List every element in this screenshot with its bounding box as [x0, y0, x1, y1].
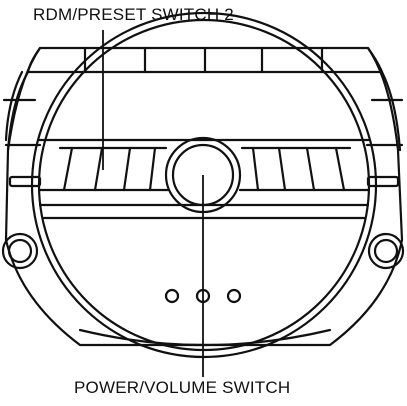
callout-rdm-preset-switch-2: RDM/PRESET SWITCH 2 [33, 5, 234, 24]
outer-bezel [4, 46, 404, 347]
left-vent [8, 175, 42, 188]
indicator-dot-1 [164, 288, 180, 304]
bottom-edge [78, 328, 332, 347]
right-side-segments [365, 70, 404, 152]
right-round-button [367, 232, 405, 270]
left-round-button-inner [7, 238, 33, 264]
faceplate-inner-ring [37, 18, 371, 352]
left-round-button [1, 232, 39, 270]
left-side-segments [2, 70, 42, 152]
callout-power-volume-switch: POWER/VOLUME SWITCH [74, 378, 291, 397]
right-round-button-inner [373, 238, 399, 264]
preset-buttons [38, 146, 370, 192]
right-vent [366, 175, 400, 188]
indicator-dot-3 [226, 288, 242, 304]
faceplate-ring [30, 11, 378, 359]
top-button-row [26, 46, 384, 74]
